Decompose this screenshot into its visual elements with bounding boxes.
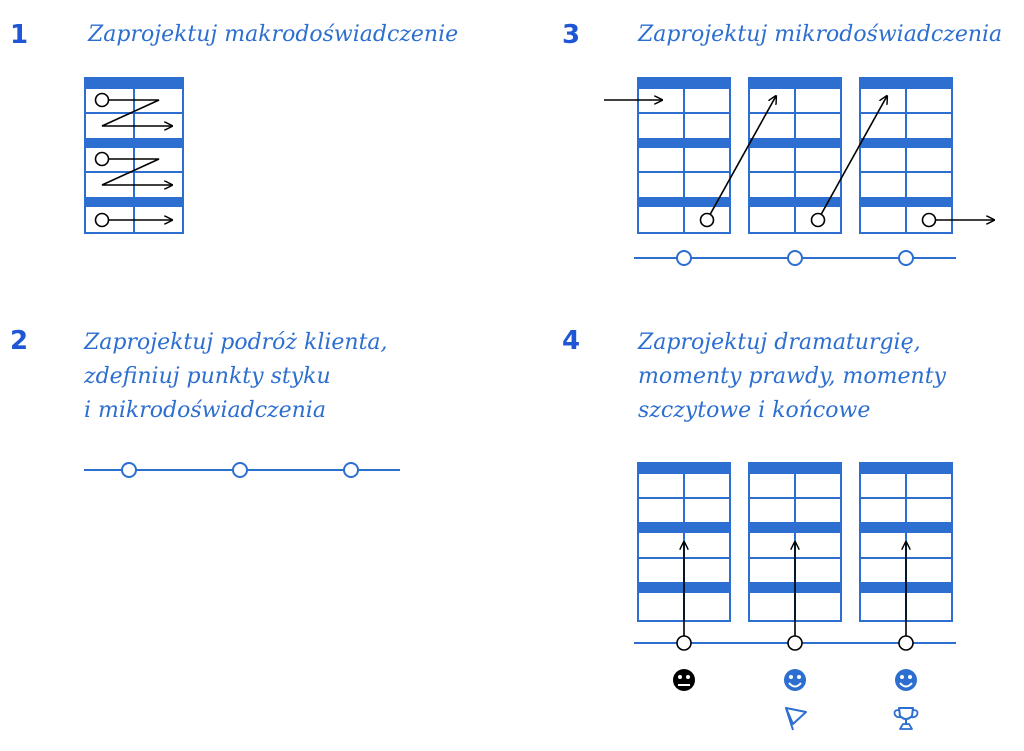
step-2-title-line: i mikrodoświadczenia [84, 398, 326, 423]
step-2-title: Zaprojektuj podróż klienta, zdefiniuj pu… [84, 326, 388, 428]
customer-journey-timeline [84, 462, 400, 478]
step-2-title-line: Zaprojektuj podróż klienta, [84, 330, 388, 355]
step-4-title-line: szczytowe i końcowe [638, 398, 871, 423]
micro-grid [748, 77, 842, 234]
step-2-number: 2 [10, 326, 29, 356]
micro-grid [859, 77, 953, 234]
step-4-number: 4 [562, 326, 581, 356]
step-4-title-line: momenty prawdy, momenty [638, 364, 946, 389]
micro-grid [637, 77, 731, 234]
macro-experience-diagram [84, 77, 184, 234]
step-3-title-line: Zaprojektuj mikrodoświadczenia [638, 22, 1003, 47]
trophy-icon [893, 707, 919, 730]
neutral-face-icon [673, 669, 695, 691]
dramaturgy-diagram [634, 462, 956, 731]
step-1-number: 1 [10, 20, 29, 50]
step-1-title: Zaprojektuj makrodoświadczenie [88, 18, 458, 52]
step-3-number: 3 [562, 20, 581, 50]
step-4-title-line: Zaprojektuj dramaturgię, [638, 330, 921, 355]
flag-icon [785, 707, 807, 731]
micro-experiences-diagram [604, 77, 994, 266]
step-3-title: Zaprojektuj mikrodoświadczenia [638, 18, 1002, 52]
step-4-title: Zaprojektuj dramaturgię, momenty prawdy,… [638, 326, 946, 428]
step-2-title-line: zdefiniuj punkty styku [84, 364, 331, 389]
smiley-face-icon [784, 669, 806, 691]
smiley-face-icon [895, 669, 917, 691]
step-1-title-line: Zaprojektuj makrodoświadczenie [88, 22, 459, 47]
